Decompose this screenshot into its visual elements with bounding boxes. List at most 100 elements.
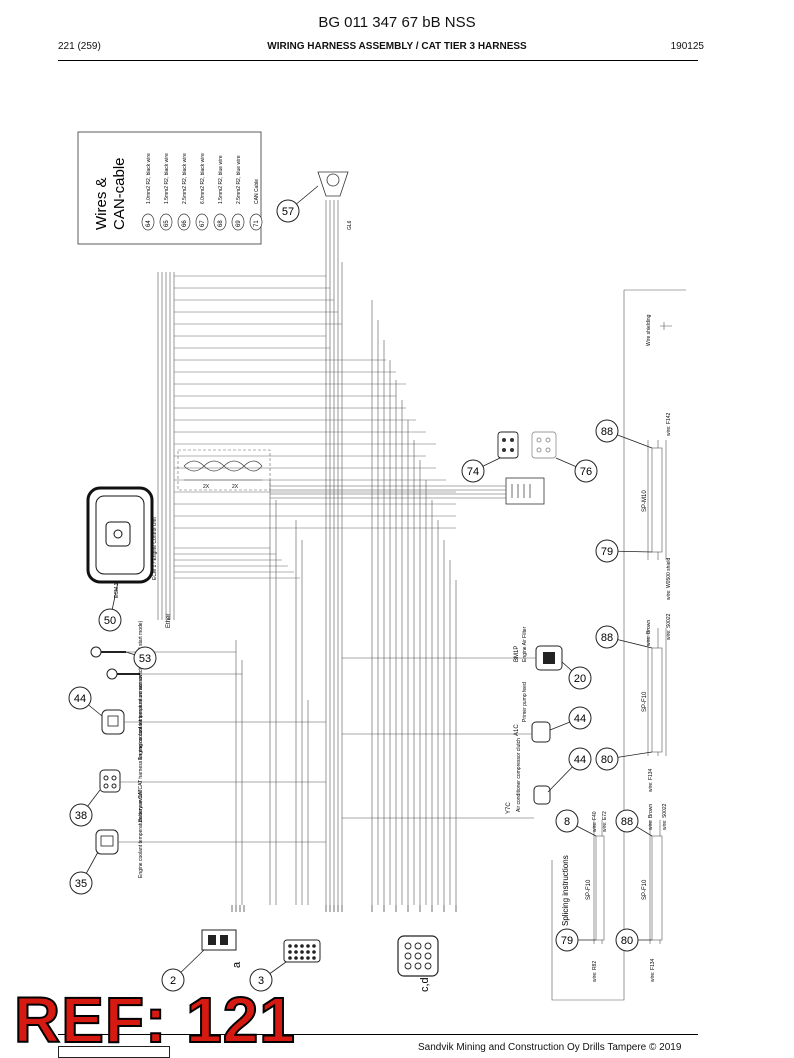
callout-38: 38: [69, 789, 101, 827]
legend-title-1: Wires &: [93, 178, 110, 231]
connector-3: [283, 939, 321, 963]
ref-stamp: REF: 121: [13, 984, 296, 1056]
ether-label: Ether: [166, 614, 172, 628]
callout-number: 8: [564, 816, 570, 828]
legend-item: 68 1.5mm2 R2, blue wire: [213, 155, 227, 231]
gl6-label: GL6: [347, 220, 353, 230]
document-date: 190125: [670, 41, 704, 52]
wire-w0500-label: wire: W0500 shield: [666, 558, 672, 600]
wire-f40-label: wire: F40: [592, 811, 598, 832]
callout-number: 53: [139, 653, 151, 665]
callout-3: 3: [249, 961, 287, 992]
callout-number: 50: [104, 615, 116, 627]
callout-76: 76: [555, 457, 598, 483]
callout-number: 88: [601, 426, 613, 438]
legend-item-label: 1.5mm2 R2, black wire: [164, 153, 170, 204]
callout-88c: 88: [615, 809, 653, 837]
legend-item-number: 64: [146, 220, 152, 227]
callout-53: 53: [125, 646, 157, 670]
dim-b-label: 2X: [232, 484, 239, 490]
callout-number: 35: [75, 878, 87, 890]
callout-number: 80: [621, 935, 633, 947]
connector-57: GL6: [317, 171, 353, 262]
wire-s0022-1-label: wire: S0022: [666, 613, 672, 640]
sp-f10c-label: SP-F10: [642, 879, 648, 900]
callout-number: 76: [580, 466, 592, 478]
air-filter-connector: [342, 645, 563, 671]
wire-f134-1-label: wire: F134: [648, 768, 654, 792]
wire-f142-label: wire: F142: [666, 412, 672, 436]
sensor-35: [95, 829, 326, 855]
callout-8: 8: [555, 809, 597, 837]
wire-f134-2-label: wire: F134: [650, 958, 656, 982]
callout-number: 57: [282, 206, 294, 218]
wire-shielding-label: Wire shielding: [646, 314, 652, 346]
document-id: BG 011 347 67 bB NSS: [318, 14, 476, 31]
connector-a-label: a: [231, 961, 243, 968]
callout-number: 20: [574, 673, 586, 685]
legend-item-label: CAN Cable: [254, 179, 260, 204]
callout-80a: 80: [595, 747, 653, 771]
callout-44c: 44: [547, 747, 592, 793]
legend-item: 65 1.5mm2 R2, black wire: [159, 153, 173, 231]
coolant-temp-1-label: Engine coolant temperature sensor switch…: [138, 620, 144, 760]
air-cond-label: Air conditioner compressor clutch: [516, 738, 522, 812]
callout-number: 3: [258, 975, 264, 987]
sensor-44: [101, 709, 326, 735]
vertical-trunks: [235, 262, 457, 905]
callout-88b: 88: [595, 625, 653, 649]
callout-74: 74: [461, 457, 501, 483]
callout-number: 44: [74, 693, 86, 705]
callout-80b: 80: [615, 928, 652, 952]
callout-number: 74: [467, 466, 479, 478]
ring-terminals: [90, 646, 242, 680]
primer-pump-label: Primer pump feed: [522, 682, 528, 722]
callout-number: 44: [574, 713, 586, 725]
callout-44a: 44: [68, 686, 103, 717]
connector-cd-label: c,d: [419, 977, 431, 992]
section-title: WIRING HARNESS ASSEMBLY / CAT TIER 3 HAR…: [267, 41, 527, 52]
wire-brown-2-label: wire: Brown: [648, 804, 654, 830]
legend-item-number: 65: [164, 220, 170, 227]
connector-76: [531, 431, 557, 459]
wire-legend: Wires & CAN-cable 641.0mm2 R2, black wir…: [77, 131, 263, 245]
splicing-label: Splicing instructions: [561, 855, 570, 926]
engine-air-filter-label: Engine Air Filter: [522, 626, 528, 662]
coolant-temp-3-label: Engine coolant temperature sensor CAT: [138, 789, 144, 878]
a1c-label: A1C: [514, 724, 520, 736]
twisted-pair: 2X 2X: [177, 449, 271, 491]
splice-panel: [551, 289, 686, 1001]
ecm-ref-label: ECM 1: [114, 583, 120, 599]
legend-item-label: 2.5mm2 R2, black wire: [182, 153, 188, 204]
callout-number: 88: [621, 816, 633, 828]
callout-35: 35: [69, 851, 99, 895]
primer-pump-connector: [342, 721, 551, 743]
callout-number: 38: [75, 810, 87, 822]
callout-79a: 79: [595, 539, 653, 563]
wire-r82-label: wire: R82: [592, 961, 598, 982]
air-cond-connector: [342, 785, 551, 819]
connector-74-block: [270, 477, 545, 505]
sandvik-logo: [58, 1046, 170, 1058]
callout-88a: 88: [595, 419, 653, 449]
callout-number: 88: [601, 632, 613, 644]
footer-rule: [58, 1034, 698, 1035]
wire-s0022-2-label: wire: S0022: [662, 803, 668, 830]
copyright: Sandvik Mining and Construction Oy Drill…: [418, 1042, 682, 1053]
legend-item-number: 69: [236, 220, 242, 227]
legend-item-number: 66: [182, 220, 188, 227]
connector-cd: [397, 935, 439, 977]
callout-number: 44: [574, 754, 586, 766]
legend-title-2: CAN-cable: [111, 157, 128, 230]
legend-item-label: 1.5mm2 R2, blue wire: [218, 155, 224, 204]
page-number: 221 (259): [58, 41, 101, 52]
legend-item-number: 68: [218, 220, 224, 227]
ecm-connector: ECM 1 / Engine Control Unit ECM 1: [86, 486, 158, 599]
legend-item: 641.0mm2 R2, black wire: [141, 153, 155, 231]
callout-number: 79: [601, 546, 613, 558]
wire-brown-1-label: wire: Brown: [646, 620, 652, 646]
callout-50: 50: [98, 581, 122, 632]
legend-item-label: 2.5mm2 R2, blue wire: [236, 155, 242, 204]
